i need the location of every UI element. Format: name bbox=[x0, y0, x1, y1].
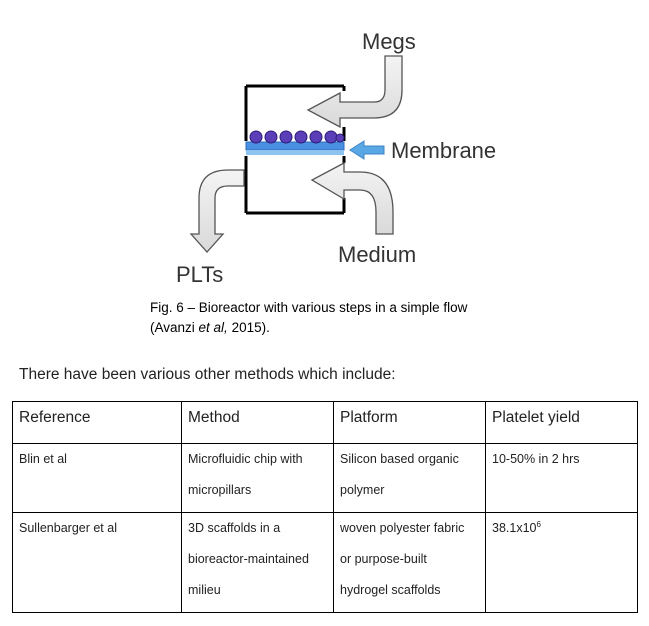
yield-text: 10-50% in 2 hrs bbox=[492, 452, 580, 466]
reference-text: Blin et al bbox=[19, 452, 67, 466]
cell-reference: Sullenbarger et al bbox=[12, 512, 182, 613]
platform-line: polymer bbox=[340, 483, 385, 497]
megs-label: Megs bbox=[362, 29, 416, 54]
bioreactor-diagram bbox=[189, 55, 403, 253]
platform-line: woven polyester fabric bbox=[340, 521, 465, 535]
header-reference: Reference bbox=[12, 401, 182, 444]
yield-exponent: 6 bbox=[536, 520, 541, 529]
method-line: 3D scaffolds in a bbox=[188, 521, 281, 535]
membrane-pointer-arrow bbox=[349, 140, 385, 160]
caption-line-1: Fig. 6 – Bioreactor with various steps i… bbox=[150, 300, 468, 315]
figure-caption: Fig. 6 – Bioreactor with various steps i… bbox=[150, 298, 467, 338]
method-line: bioreactor-maintained bbox=[188, 552, 309, 566]
methods-table: Reference Method Platform Platelet yield… bbox=[12, 401, 638, 613]
caption-citation-etal: et al, bbox=[198, 320, 228, 335]
cell-method: 3D scaffolds in a bioreactor-maintained … bbox=[181, 512, 334, 613]
cell-yield: 38.1x106 bbox=[485, 512, 638, 613]
table-header-row: Reference Method Platform Platelet yield bbox=[12, 401, 638, 444]
medium-label: Medium bbox=[338, 242, 417, 267]
caption-line-2: (Avanzi et al, 2015). bbox=[150, 318, 467, 338]
method-line: Microfluidic chip with bbox=[188, 452, 303, 466]
cell-platform: Silicon based organic polymer bbox=[333, 443, 486, 513]
header-platform: Platform bbox=[333, 401, 486, 444]
cell-reference: Blin et al bbox=[12, 443, 182, 513]
header-platelet-yield: Platelet yield bbox=[485, 401, 638, 444]
plts-label: PLTs bbox=[176, 262, 224, 287]
megakaryocyte-cells bbox=[249, 130, 345, 144]
bioreactor-figure: Megs Membrane Medium PLTs Fig. 6 – Biore… bbox=[0, 0, 649, 336]
intro-paragraph: There have been various other methods wh… bbox=[19, 366, 396, 383]
medium-inlet-arrow bbox=[310, 161, 394, 235]
megs-inlet-arrow bbox=[306, 55, 403, 129]
platform-line: hydrogel scaffolds bbox=[340, 583, 441, 597]
plts-outlet-arrow bbox=[189, 169, 245, 253]
cell-yield: 10-50% in 2 hrs bbox=[485, 443, 638, 513]
table-row: Blin et al Microfluidic chip with microp… bbox=[12, 443, 638, 513]
cell-platform: woven polyester fabric or purpose-built … bbox=[333, 512, 486, 613]
method-line: milieu bbox=[188, 583, 221, 597]
cell-method: Microfluidic chip with micropillars bbox=[181, 443, 334, 513]
reference-text: Sullenbarger et al bbox=[19, 521, 117, 535]
yield-base: 38.1x10 bbox=[492, 521, 537, 535]
header-method: Method bbox=[181, 401, 334, 444]
method-line: micropillars bbox=[188, 483, 252, 497]
platform-line: Silicon based organic bbox=[340, 452, 459, 466]
membrane-label: Membrane bbox=[391, 138, 497, 163]
table-row: Sullenbarger et al 3D scaffolds in a bio… bbox=[12, 512, 638, 613]
platform-line: or purpose-built bbox=[340, 552, 427, 566]
caption-citation-author: (Avanzi bbox=[150, 320, 199, 335]
reactor-chamber bbox=[244, 84, 346, 215]
caption-citation-year: 2015). bbox=[227, 320, 270, 335]
